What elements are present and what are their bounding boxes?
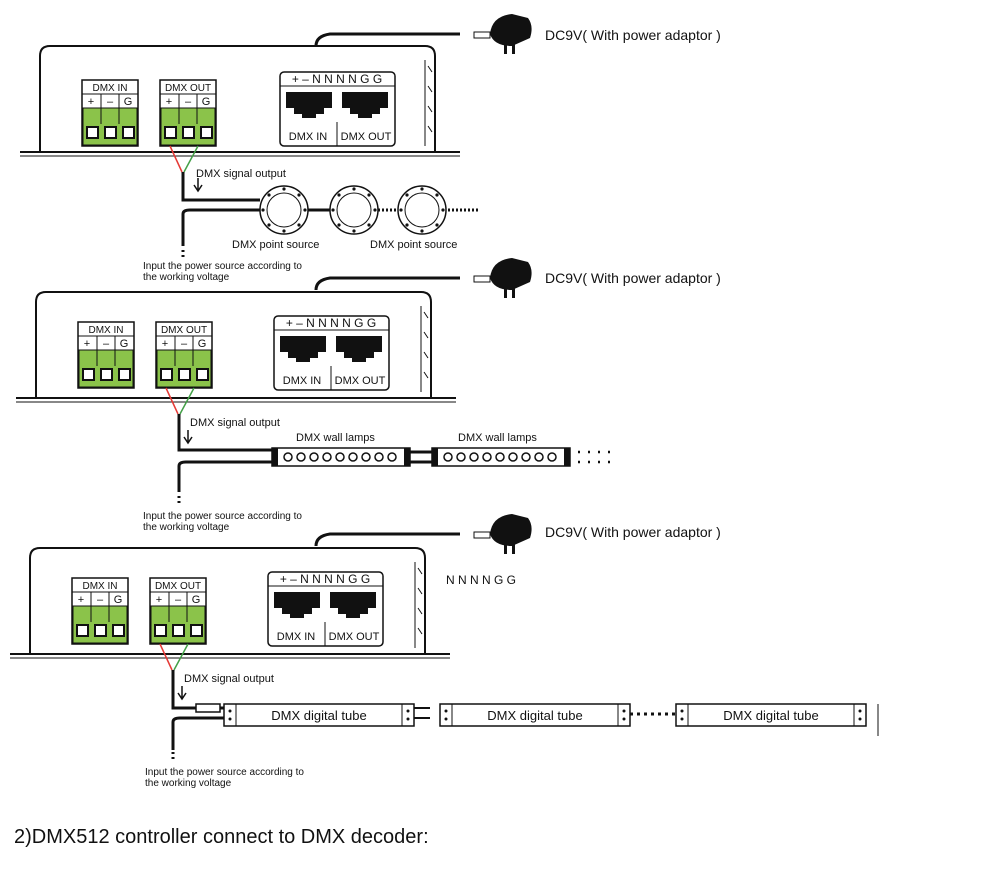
svg-text:DMX IN: DMX IN [289, 131, 328, 143]
svg-text:G: G [192, 594, 201, 606]
rj45-block: + – N N N N G G DMX IN DMX OUT [273, 315, 390, 391]
section-caption: 2)DMX512 controller connect to DMX decod… [14, 826, 429, 848]
device-label-2a: DMX wall lamps [296, 432, 375, 444]
svg-text:+ – N N N N G G: + – N N N N G G [280, 572, 370, 586]
device-label-1a: DMX point source [232, 239, 319, 251]
point-source-2 [329, 185, 379, 235]
signal-output-label: DMX signal output [184, 673, 274, 685]
dmx-in-terminal: DMX IN + – G [77, 321, 135, 389]
svg-text:+: + [162, 338, 168, 350]
svg-text:+: + [84, 338, 90, 350]
svg-text:DMX digital tube: DMX digital tube [723, 708, 818, 723]
svg-text:G: G [198, 338, 207, 350]
svg-text:G: G [114, 594, 123, 606]
digital-tube-2: DMX digital tube [439, 703, 631, 727]
signal-output-label: DMX signal output [196, 168, 286, 180]
device-label-1b: DMX point source [370, 239, 457, 251]
input-power-label-line1: Input the power source according to [143, 511, 302, 522]
side-pins-label: N N N N G G [446, 573, 516, 587]
input-power-label-line2: the working voltage [143, 522, 230, 533]
svg-text:DMX digital tube: DMX digital tube [271, 708, 366, 723]
svg-text:DMX OUT: DMX OUT [165, 83, 211, 94]
point-source-3 [397, 185, 447, 235]
svg-text:DMX IN: DMX IN [277, 631, 316, 643]
svg-text:+: + [166, 96, 172, 108]
svg-text:–: – [103, 338, 110, 350]
section-2-wall-lamps: DC9V( With power adaptor ) DMX IN + – G … [15, 257, 721, 533]
wiring-diagram: DC9V( With power adaptor ) DMX IN + – G … [9, 13, 879, 789]
input-power-label-line2: the working voltage [143, 272, 230, 283]
svg-text:+ – N N N N G G: + – N N N N G G [292, 72, 382, 86]
wall-lamp-2 [431, 447, 571, 467]
dmx-out-terminal: DMX OUT + – G [149, 577, 207, 645]
dmx-out-terminal: DMX OUT + – G [155, 321, 213, 389]
dmx-in-terminal: DMX IN + – G [81, 79, 139, 147]
digital-tube-3: DMX digital tube [675, 703, 867, 727]
power-adaptor-icon [473, 13, 533, 55]
power-label: DC9V( With power adaptor ) [545, 27, 721, 43]
svg-text:G: G [124, 96, 133, 108]
signal-output-label: DMX signal output [190, 417, 280, 429]
svg-text:–: – [97, 594, 104, 606]
svg-text:+ – N N N N G G: + – N N N N G G [286, 316, 376, 330]
svg-text:–: – [185, 96, 192, 108]
svg-text:DMX IN: DMX IN [89, 325, 124, 336]
svg-text:DMX IN: DMX IN [83, 581, 118, 592]
svg-text:G: G [202, 96, 211, 108]
power-label: DC9V( With power adaptor ) [545, 270, 721, 286]
svg-text:+: + [156, 594, 162, 606]
wall-lamp-1 [271, 447, 411, 467]
power-adaptor-icon [473, 513, 533, 555]
power-label: DC9V( With power adaptor ) [545, 524, 721, 540]
svg-text:DMX OUT: DMX OUT [155, 581, 201, 592]
svg-text:DMX OUT: DMX OUT [341, 131, 392, 143]
input-power-label-line2: the working voltage [145, 778, 232, 789]
svg-text:G: G [120, 338, 129, 350]
svg-text:DMX IN: DMX IN [93, 83, 128, 94]
power-adaptor-icon [473, 257, 533, 299]
svg-text:+: + [78, 594, 84, 606]
svg-text:–: – [107, 96, 114, 108]
svg-text:DMX digital tube: DMX digital tube [487, 708, 582, 723]
digital-tube-1: DMX digital tube [223, 703, 415, 727]
svg-text:DMX OUT: DMX OUT [161, 325, 207, 336]
svg-text:DMX OUT: DMX OUT [329, 631, 380, 643]
section-3-digital-tube: DC9V( With power adaptor ) N N N N G G D… [9, 513, 879, 789]
svg-text:–: – [175, 594, 182, 606]
svg-text:DMX OUT: DMX OUT [335, 375, 386, 387]
point-source-1 [259, 185, 309, 235]
dmx-out-terminal: DMX OUT + – G [159, 79, 217, 147]
svg-text:+: + [88, 96, 94, 108]
rj45-block: + – N N N N G G DMX IN DMX OUT [267, 571, 384, 647]
svg-text:DMX IN: DMX IN [283, 375, 322, 387]
svg-text:–: – [181, 338, 188, 350]
dmx-in-terminal: DMX IN + – G [71, 577, 129, 645]
rj45-block: + – N N N N G G DMX IN DMX OUT [279, 71, 396, 147]
input-power-label-line1: Input the power source according to [145, 767, 304, 778]
device-label-2b: DMX wall lamps [458, 432, 537, 444]
section-1-point-source: DC9V( With power adaptor ) DMX IN + – G … [19, 13, 721, 283]
input-power-label-line1: Input the power source according to [143, 261, 302, 272]
